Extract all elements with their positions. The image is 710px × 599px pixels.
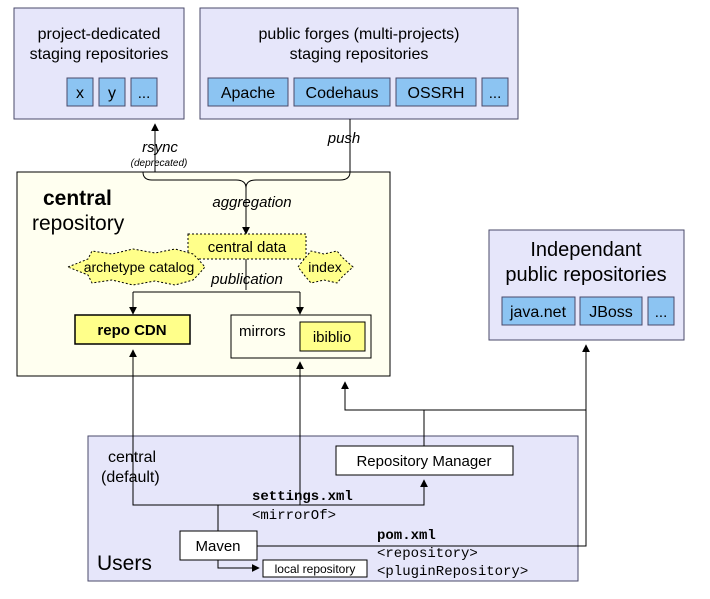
- local-repository-box[interactable]: local repository: [262, 559, 368, 578]
- archetype-catalog-label: archetype catalog: [84, 259, 195, 275]
- aggregation-label: aggregation: [212, 194, 291, 211]
- independent-repos-box: Independant public repositories java.net…: [488, 229, 685, 341]
- forges-title-2: staging repositories: [290, 46, 429, 63]
- repo-manager-to-independent-arrow: [424, 344, 590, 411]
- project-repo-more-label: ...: [138, 85, 151, 102]
- archetype-catalog-shape[interactable]: archetype catalog: [66, 248, 206, 286]
- maven-box[interactable]: Maven: [179, 530, 258, 561]
- push-label: push: [327, 130, 361, 147]
- forge-more[interactable]: ...: [481, 77, 509, 107]
- project-staging-title-2: staging repositories: [30, 46, 169, 63]
- project-repo-more[interactable]: ...: [130, 77, 158, 107]
- forges-staging-box: public forges (multi-projects) staging r…: [199, 7, 519, 120]
- project-repo-x[interactable]: x: [66, 77, 94, 107]
- project-staging-box: project-dedicated staging repositories x…: [13, 7, 185, 120]
- independent-repo-jboss-label: JBoss: [589, 304, 633, 321]
- mirrors-box: mirrors ibiblio: [230, 314, 372, 359]
- publication-brace: [133, 259, 300, 293]
- ibiblio-box[interactable]: ibiblio: [299, 321, 366, 352]
- independent-repo-more-label: ...: [655, 304, 668, 321]
- central-data-box[interactable]: central data: [187, 233, 307, 260]
- forge-apache-label: Apache: [221, 85, 275, 102]
- repository-manager-label: Repository Manager: [356, 453, 491, 470]
- index-label: index: [308, 259, 341, 275]
- independent-title-2: public repositories: [505, 264, 666, 286]
- mirrors-label: mirrors: [239, 323, 286, 340]
- forge-ossrh[interactable]: OSSRH: [395, 77, 477, 107]
- central-title-rest: repository: [32, 212, 125, 235]
- repository-tag-label: <repository>: [377, 546, 478, 562]
- repo-cdn-box[interactable]: repo CDN: [74, 314, 191, 345]
- central-default-line1: central: [108, 449, 156, 466]
- settings-to-repo-manager-arrow: [300, 479, 428, 506]
- independent-repo-jboss[interactable]: JBoss: [579, 296, 643, 326]
- forge-ossrh-label: OSSRH: [408, 85, 465, 102]
- independent-repo-more[interactable]: ...: [647, 296, 675, 326]
- rsync-deprecated-note: (deprecated): [131, 158, 188, 169]
- plugin-repository-tag-label: <pluginRepository>: [377, 564, 528, 580]
- forge-apache[interactable]: Apache: [207, 77, 289, 107]
- forges-title-1: public forges (multi-projects): [259, 26, 460, 43]
- repo-manager-to-central-arrow: [341, 381, 425, 446]
- index-shape[interactable]: index: [297, 250, 354, 284]
- local-repository-label: local repository: [275, 562, 356, 576]
- central-title-bold: central: [43, 187, 112, 210]
- pom-to-independent-line: [257, 410, 587, 547]
- project-repo-y-label: y: [108, 85, 116, 102]
- central-data-label: central data: [208, 239, 287, 256]
- users-label: Users: [97, 552, 152, 575]
- project-repo-y[interactable]: y: [98, 77, 126, 107]
- users-box: central (default) Users Repository Manag…: [87, 435, 579, 582]
- central-default-line2: (default): [101, 469, 160, 486]
- rsync-label: rsync: [142, 139, 178, 156]
- pom-xml-label: pom.xml: [377, 528, 436, 544]
- project-repo-x-label: x: [76, 85, 84, 102]
- forge-codehaus[interactable]: Codehaus: [293, 77, 391, 107]
- repository-manager-box[interactable]: Repository Manager: [335, 445, 514, 476]
- repo-cdn-label: repo CDN: [97, 322, 166, 339]
- project-staging-title-1: project-dedicated: [38, 26, 161, 43]
- settings-xml-label: settings.xml: [252, 489, 353, 505]
- maven-to-local-arrow: [217, 560, 260, 572]
- independent-repo-javanet[interactable]: java.net: [501, 296, 576, 326]
- maven-to-cdn-arrow: [129, 349, 219, 531]
- independent-title-1: Independant: [530, 239, 642, 261]
- forge-more-label: ...: [489, 85, 502, 102]
- maven-label: Maven: [195, 538, 240, 555]
- ibiblio-label: ibiblio: [313, 329, 351, 346]
- independent-repo-javanet-label: java.net: [509, 304, 567, 321]
- forge-codehaus-label: Codehaus: [306, 85, 379, 102]
- mirror-of-label: <mirrorOf>: [252, 508, 336, 524]
